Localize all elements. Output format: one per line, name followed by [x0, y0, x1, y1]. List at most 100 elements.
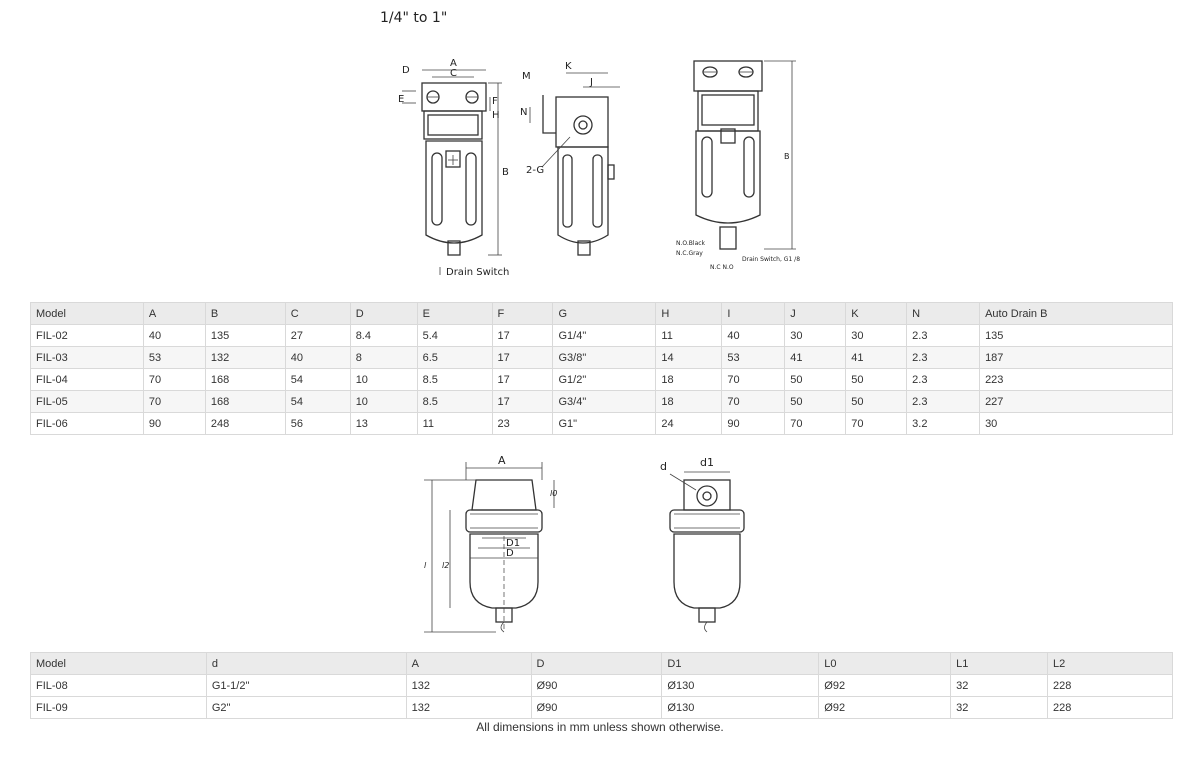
- table-cell: 40: [142, 324, 206, 347]
- table-cell: 3.2: [906, 412, 981, 435]
- front-view: A C D E F H B Drain Switch: [398, 58, 509, 278]
- size-range-caption: 1/4" to 1": [380, 10, 448, 26]
- table-cell: 50: [845, 390, 908, 413]
- table-cell: 168: [204, 390, 286, 413]
- table-cell: 18: [655, 390, 723, 413]
- table-cell: 30: [784, 324, 847, 347]
- drain-switch-g-label: Drain Switch, G1 /8: [742, 256, 800, 263]
- table-cell: 54: [284, 390, 351, 413]
- header-cell: D1: [661, 652, 820, 675]
- table-cell: 8.5: [416, 390, 493, 413]
- header-cell: L2: [1047, 652, 1173, 675]
- table-cell: G1": [552, 412, 657, 435]
- drain-switch-label: Drain Switch: [446, 267, 509, 278]
- table-cell: G1-1/2": [205, 674, 407, 697]
- table-cell: 17: [491, 390, 554, 413]
- table-cell: 227: [979, 390, 1173, 413]
- table-cell: 132: [405, 674, 532, 697]
- table-cell: 70: [721, 368, 786, 391]
- table-cell: Ø130: [661, 674, 820, 697]
- table-row: FIL-08 G1-1/2" 132 Ø90 Ø130 Ø92 32 228: [30, 674, 1173, 697]
- header-cell: K: [845, 302, 908, 325]
- header-cell: E: [416, 302, 493, 325]
- model-cell: FIL-03: [30, 346, 144, 369]
- table-cell: 248: [204, 412, 286, 435]
- table-cell: 40: [721, 324, 786, 347]
- table-cell: 90: [721, 412, 786, 435]
- header-cell: G: [552, 302, 657, 325]
- table-cell: G3/8": [552, 346, 657, 369]
- table-cell: 40: [284, 346, 351, 369]
- table-cell: 17: [491, 324, 554, 347]
- table-cell: 168: [204, 368, 286, 391]
- header-cell: L0: [818, 652, 952, 675]
- table-cell: 70: [845, 412, 908, 435]
- bowl-front-view: A l0 l2 l D1 D: [424, 454, 557, 633]
- header-cell: I: [721, 302, 786, 325]
- model-cell: FIL-04: [30, 368, 144, 391]
- table-cell: 228: [1047, 674, 1173, 697]
- table-cell: 135: [979, 324, 1173, 347]
- table-cell: Ø90: [530, 696, 663, 719]
- table-row: FIL-05 70 168 54 10 8.5 17 G3/4" 18 70 5…: [30, 390, 1173, 413]
- table-cell: 11: [416, 412, 493, 435]
- side-view: M K J N 2-G: [520, 61, 620, 256]
- header-cell: L1: [950, 652, 1049, 675]
- table-cell: G2": [205, 696, 407, 719]
- svg-text:M: M: [522, 71, 531, 82]
- table-cell: 8.4: [349, 324, 418, 347]
- svg-text:d1: d1: [700, 456, 714, 469]
- auto-drain-view: B N.O.Black N.C.Gray Drain Switch, G1 /8…: [676, 60, 800, 271]
- header-cell: F: [491, 302, 554, 325]
- model-cell: FIL-08: [30, 674, 207, 697]
- table-cell: 13: [349, 412, 418, 435]
- svg-text:C: C: [450, 68, 457, 79]
- table-cell: 70: [142, 368, 206, 391]
- table-cell: G1/4": [552, 324, 657, 347]
- nc-gray-label: N.C.Gray: [676, 250, 703, 257]
- dimensions-footnote: All dimensions in mm unless shown otherw…: [476, 720, 724, 734]
- no-black-label: N.O.Black: [676, 240, 706, 247]
- header-cell: Model: [30, 652, 207, 675]
- svg-text:B: B: [502, 167, 509, 178]
- header-cell: B: [204, 302, 286, 325]
- table-cell: 24: [655, 412, 723, 435]
- svg-text:l: l: [424, 561, 427, 570]
- table-cell: 53: [142, 346, 206, 369]
- table-cell: 2.3: [906, 324, 981, 347]
- svg-text:A: A: [450, 58, 457, 69]
- filter-dimension-drawing-small: A C D E F H B Drain Switch M K J N 2-G: [380, 55, 820, 285]
- bowl-side-view: d d1: [660, 456, 745, 633]
- filter-dimension-drawing-large: A l0 l2 l D1 D d d1: [420, 452, 750, 637]
- svg-text:l0: l0: [550, 489, 557, 498]
- table-cell: Ø130: [661, 696, 820, 719]
- table-cell: 223: [979, 368, 1173, 391]
- table-cell: Ø92: [818, 674, 952, 697]
- table-row: FIL-02 40 135 27 8.4 5.4 17 G1/4" 11 40 …: [30, 324, 1173, 347]
- svg-text:K: K: [565, 61, 572, 72]
- spec-table-large-filters: Model d A D D1 L0 L1 L2 FIL-08 G1-1/2" 1…: [30, 652, 1173, 719]
- table-cell: 30: [979, 412, 1173, 435]
- table-row: FIL-04 70 168 54 10 8.5 17 G1/2" 18 70 5…: [30, 368, 1173, 391]
- header-cell: D: [530, 652, 663, 675]
- svg-text:J: J: [589, 77, 593, 88]
- table-cell: 132: [204, 346, 286, 369]
- header-cell: C: [284, 302, 351, 325]
- table-cell: 53: [721, 346, 786, 369]
- table-cell: 70: [721, 390, 786, 413]
- table-cell: 6.5: [416, 346, 493, 369]
- svg-text:D: D: [402, 65, 410, 76]
- nc-no-label: N.C N.O: [710, 264, 734, 271]
- header-cell: J: [784, 302, 847, 325]
- table-header-row: Model d A D D1 L0 L1 L2: [30, 652, 1173, 675]
- header-cell: Model: [30, 302, 144, 325]
- header-cell: D: [349, 302, 418, 325]
- header-cell: Auto Drain B: [979, 302, 1173, 325]
- table-cell: 32: [950, 674, 1049, 697]
- header-cell: N: [906, 302, 981, 325]
- table-cell: 14: [655, 346, 723, 369]
- table-cell: 2.3: [906, 368, 981, 391]
- table-cell: 90: [142, 412, 206, 435]
- table-cell: 187: [979, 346, 1173, 369]
- table-cell: Ø90: [530, 674, 663, 697]
